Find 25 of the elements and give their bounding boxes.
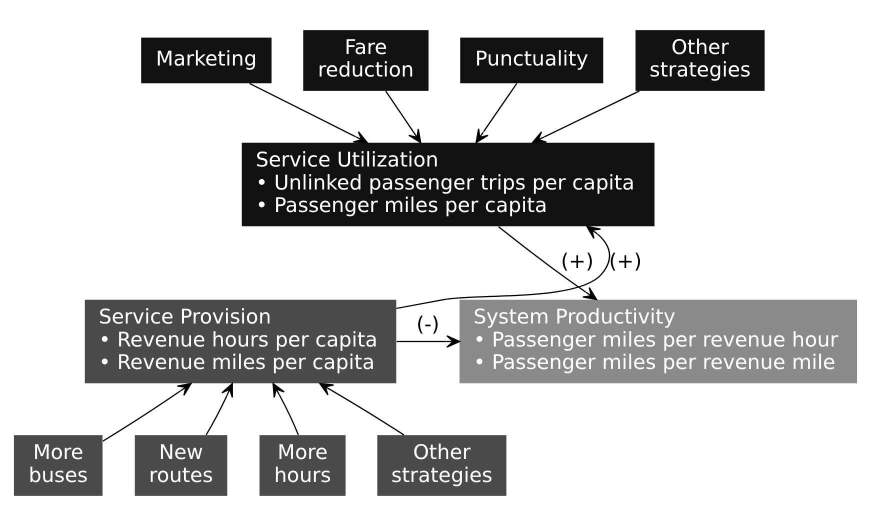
node-box: System Productivity • Passenger miles per revenue hour • Passenger miles per revenue mile (460, 300, 858, 384)
arrow (272, 382, 299, 436)
edge-label: (+) (560, 248, 594, 273)
arrow (102, 382, 192, 442)
arrow (476, 83, 518, 144)
arrow (385, 90, 422, 144)
node-box: New routes (134, 435, 228, 496)
edge-label: (+) (609, 248, 642, 273)
node-box: Service Provision • Revenue hours per capita • Revenue miles per capita (84, 300, 396, 384)
arrow (498, 226, 598, 300)
arrow (249, 82, 368, 144)
node-box: More hours (260, 435, 346, 496)
node-box: Punctuality (460, 38, 604, 84)
arrow (532, 90, 640, 144)
node-box: Marketing (141, 38, 272, 84)
node-box: More buses (14, 435, 103, 496)
arrow (319, 382, 404, 436)
node-box: Service Utilization • Unlinked passenger trips per capita • Passenger miles per capita (242, 142, 654, 226)
arrow (206, 382, 233, 436)
node-box: Fare reduction (303, 30, 429, 91)
arrow (396, 335, 460, 348)
arrow (396, 226, 610, 310)
edge-label: (-) (416, 312, 440, 336)
node-box: Other strategies (377, 435, 506, 496)
node-box: Other strategies (636, 30, 765, 91)
